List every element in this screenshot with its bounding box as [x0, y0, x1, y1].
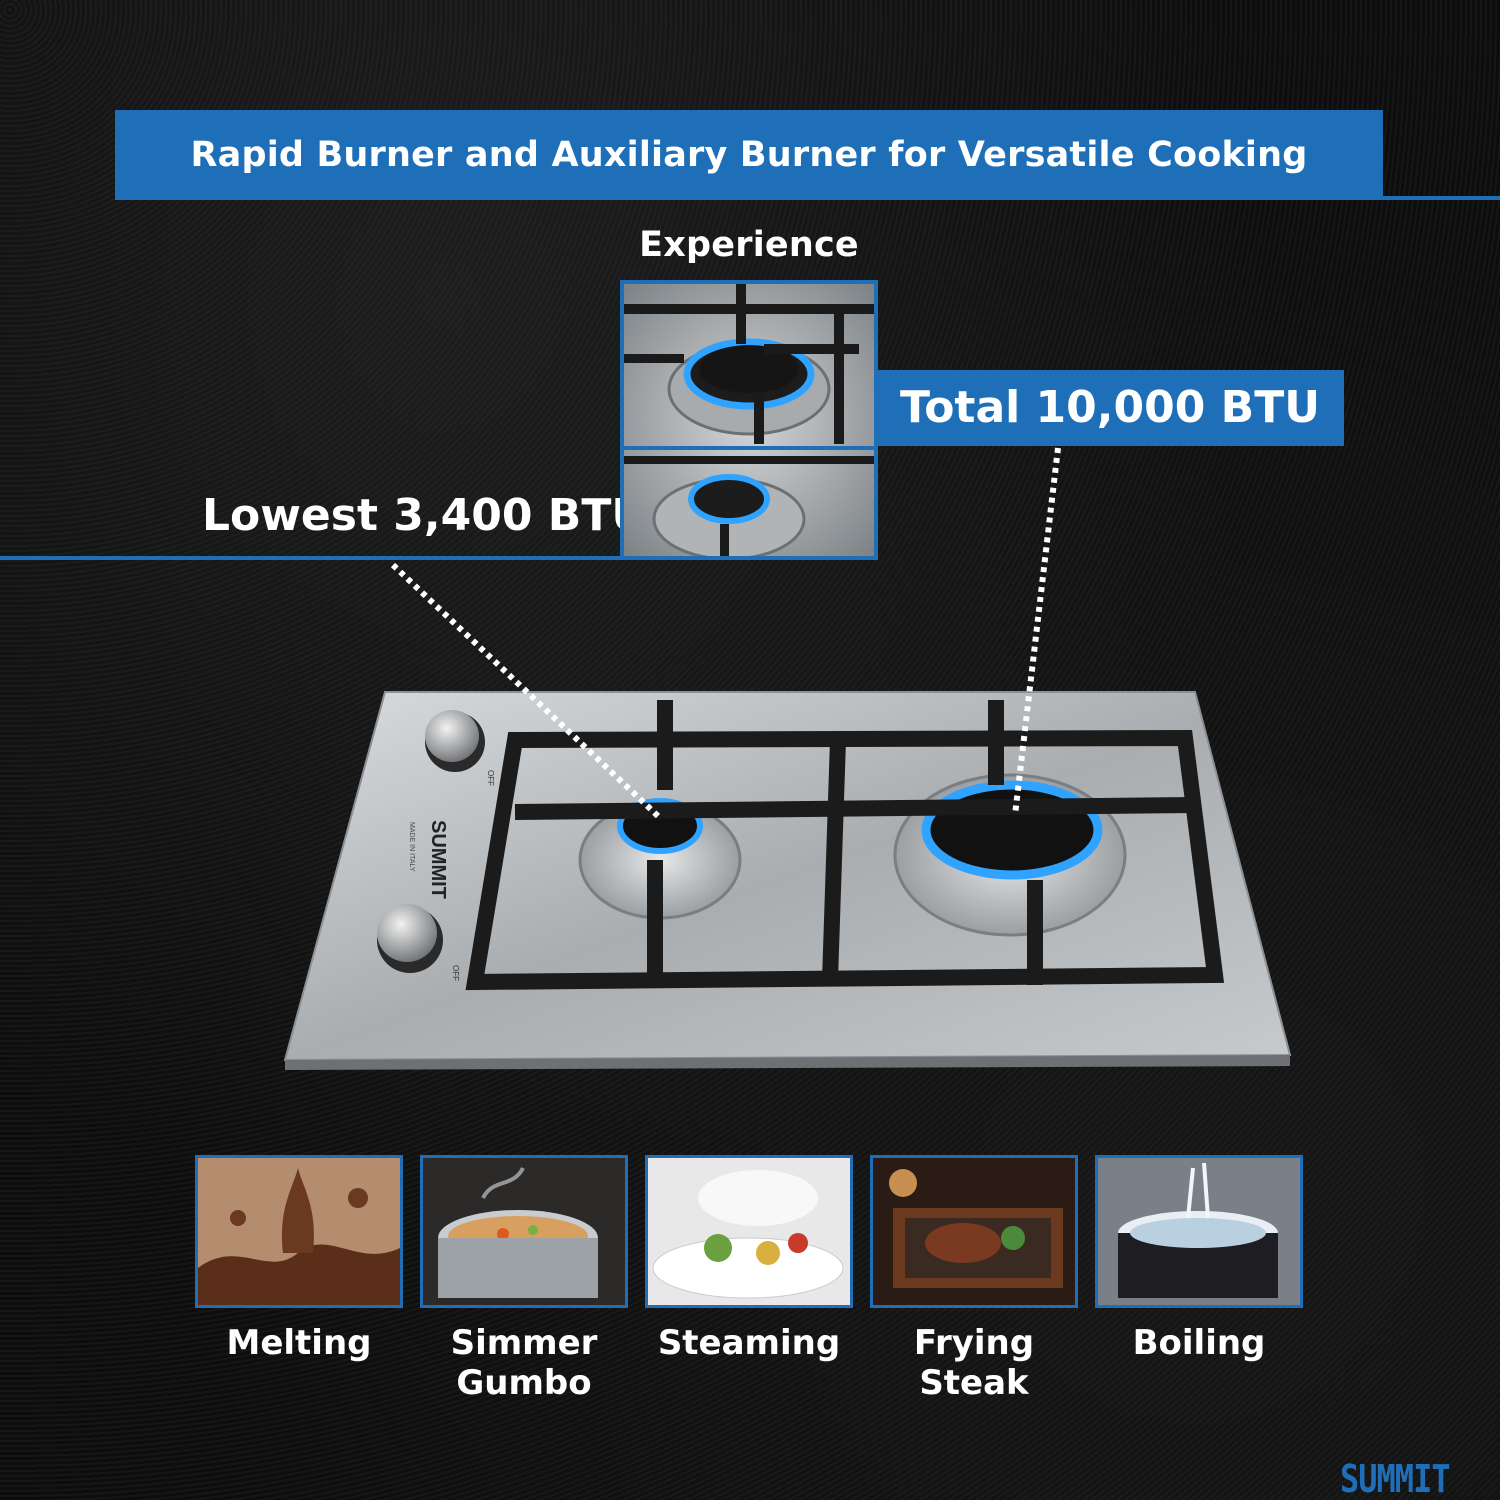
tile-simmer-gumbo [420, 1155, 628, 1308]
knob-off-label: OFF [451, 965, 460, 981]
tile-frying-steak [870, 1155, 1078, 1308]
simmering-pot-image [423, 1158, 625, 1305]
tile-melting [195, 1155, 403, 1308]
cast-iron-grate [465, 700, 1225, 991]
burner-knob-icon [377, 904, 437, 962]
boiling-pot-image [1098, 1158, 1300, 1305]
burner-closeup-inset [620, 280, 878, 560]
burner-knob-icon [425, 710, 479, 762]
accent-line [0, 556, 622, 560]
tile-steaming [645, 1155, 853, 1308]
total-btu-callout: Total 10,000 BTU [876, 370, 1344, 446]
total-btu-text: Total 10,000 BTU [900, 382, 1320, 433]
burner-closeup-image [624, 284, 874, 556]
use-label-melting: Melting [226, 1323, 372, 1363]
cooktop-brand: SUMMIT [427, 820, 449, 899]
lowest-btu-label: Lowest 3,400 BTU [202, 490, 648, 541]
lowest-leader-line [390, 562, 663, 821]
use-label-steaming: Steaming [657, 1323, 841, 1363]
cooktop-made-in: MADE IN ITALY [408, 822, 415, 872]
cooktop-illustration: SUMMIT MADE IN ITALY OFF OFF [283, 447, 1292, 1070]
chocolate-splash-image [198, 1158, 400, 1305]
knob-off-label: OFF [486, 770, 495, 786]
banner-accent-line [1383, 196, 1500, 200]
steak-plate-image [873, 1158, 1075, 1305]
headline-banner: Rapid Burner and Auxiliary Burner for Ve… [115, 110, 1383, 265]
steamed-dish-image [648, 1158, 850, 1305]
inset-divider [624, 446, 874, 450]
use-label-boiling: Boiling [1132, 1323, 1266, 1363]
headline-text: Rapid Burner and Auxiliary Burner for Ve… [190, 135, 1308, 265]
brand-logo: SUMMIT [1340, 1456, 1451, 1500]
total-leader-line [1012, 447, 1061, 816]
tile-boiling [1095, 1155, 1303, 1308]
